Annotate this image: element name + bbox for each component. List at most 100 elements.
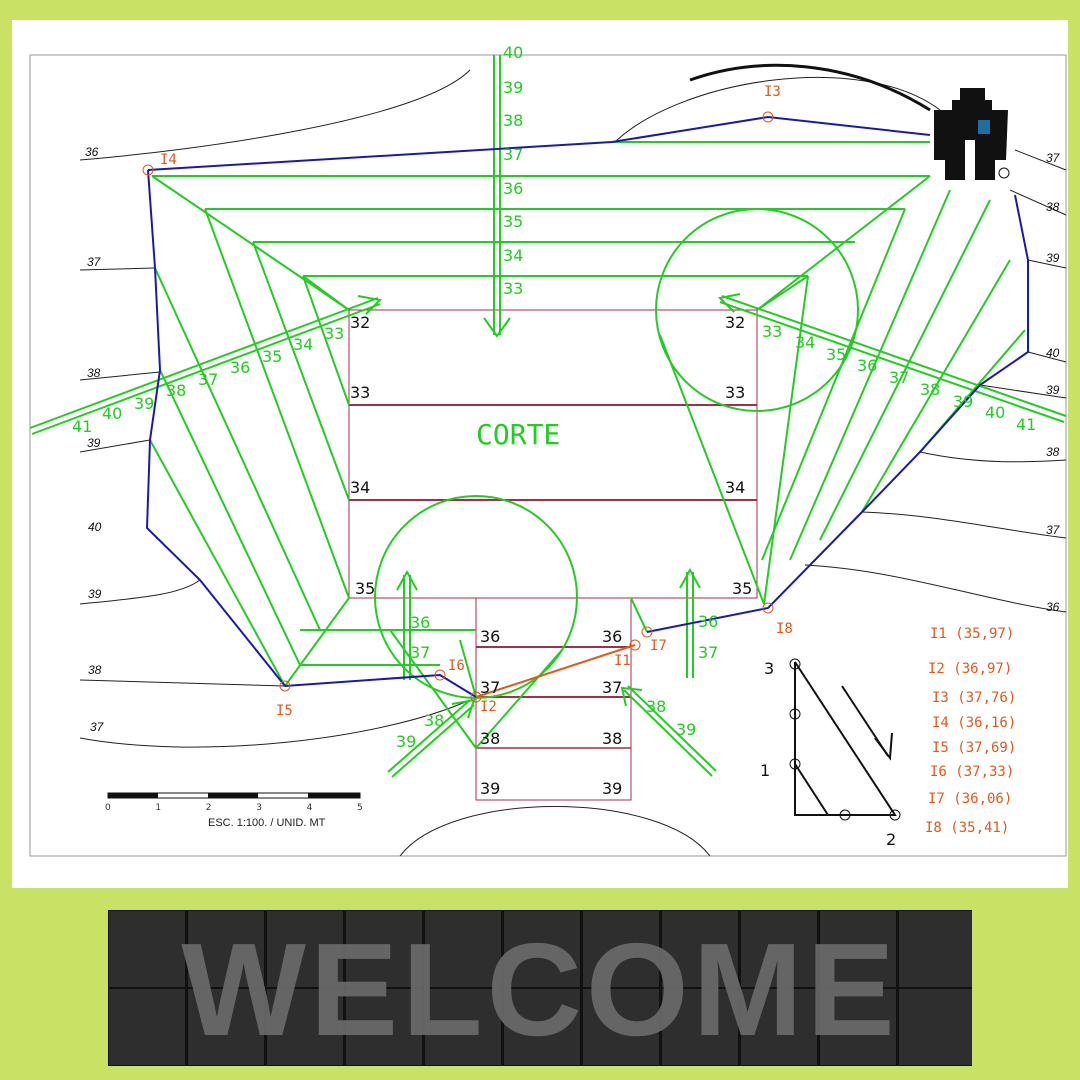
contour-label: 40 xyxy=(88,520,102,534)
platform-level-label: 33 xyxy=(350,383,370,402)
ramp-axis xyxy=(475,644,636,698)
slope-level-label: 36 xyxy=(698,612,718,631)
platform-level-label: 33 xyxy=(725,383,745,402)
slope-level-label: 36 xyxy=(503,179,523,198)
survey-point-marker xyxy=(279,680,291,692)
slope-ratio-label: 1 xyxy=(760,761,770,780)
slope-lines xyxy=(149,141,1026,749)
slope-level-label: 36 xyxy=(230,358,250,377)
slope-level-label: 33 xyxy=(503,279,523,298)
survey-point-label: I2 xyxy=(480,699,497,715)
slope-level-label: 34 xyxy=(795,333,815,352)
coordinate-legend-item: I2 (36,97) xyxy=(928,661,1012,677)
coordinate-legend-item: I3 (37,76) xyxy=(932,690,1016,706)
slope-level-label: 38 xyxy=(424,711,444,730)
platform-level-label: 34 xyxy=(350,478,370,497)
contour-label: 39 xyxy=(88,587,102,601)
survey-point-marker xyxy=(434,669,446,681)
contour-label: 38 xyxy=(88,663,102,677)
slope-level-label: 38 xyxy=(166,381,186,400)
ramp-level-label: 37 xyxy=(480,678,500,697)
slope-level-label: 35 xyxy=(503,212,523,231)
survey-point-marker xyxy=(470,691,482,703)
slope-ratio-label: 3 xyxy=(764,659,774,678)
logo-castle xyxy=(934,88,1010,180)
survey-point-label: I5 xyxy=(276,703,293,719)
contour-label: 39 xyxy=(1046,251,1060,265)
platform-level-label: 32 xyxy=(725,313,745,332)
slope-level-label: 41 xyxy=(1016,415,1036,434)
contour-label: 40 xyxy=(1046,346,1060,360)
coordinate-legend-item: I7 (36,06) xyxy=(928,791,1012,807)
contour-label: 39 xyxy=(1046,383,1060,397)
drawing-border xyxy=(29,54,1067,857)
slope-level-label: 40 xyxy=(102,404,122,423)
coordinate-legend-item: I8 (35,41) xyxy=(925,820,1009,836)
platform-level-label: 32 xyxy=(350,313,370,332)
slope-ratio-diagram xyxy=(789,658,901,821)
slope-level-label: 38 xyxy=(646,697,666,716)
slope-ratio-label: 2 xyxy=(886,830,896,849)
slope-level-label: 37 xyxy=(889,368,909,387)
slope-level-label: 34 xyxy=(293,335,313,354)
survey-point-label: I4 xyxy=(160,152,177,168)
slope-level-label: 39 xyxy=(676,720,696,739)
coordinate-legend-item: I4 (36,16) xyxy=(932,715,1016,731)
slope-level-label: 35 xyxy=(262,347,282,366)
scale-tick-label: 0 xyxy=(105,803,111,813)
scale-tick-label: 2 xyxy=(206,803,212,813)
scale-tick-label: 4 xyxy=(307,803,313,813)
slope-level-label: 39 xyxy=(953,392,973,411)
survey-point-marker xyxy=(142,164,154,176)
slope-level-label: 37 xyxy=(410,643,430,662)
survey-point-marker xyxy=(629,639,641,651)
contour-label: 37 xyxy=(90,720,105,734)
survey-point-label: I3 xyxy=(764,84,781,100)
platform-level-label: 35 xyxy=(355,579,375,598)
contour-label: 37 xyxy=(1046,523,1061,537)
slope-level-label: 40 xyxy=(503,43,523,62)
slope-arrows xyxy=(29,55,1067,778)
slope-level-label: 39 xyxy=(396,732,416,751)
ramp-level-label: 39 xyxy=(602,779,622,798)
slope-level-label: 37 xyxy=(698,643,718,662)
slope-level-label: 39 xyxy=(503,78,523,97)
contour-label: 36 xyxy=(85,145,99,159)
contour-label: 37 xyxy=(87,255,102,269)
slope-level-label: 36 xyxy=(857,356,877,375)
ramp-level-label: 38 xyxy=(480,729,500,748)
cut-label: CORTE xyxy=(476,418,560,451)
scale-tick-label: 5 xyxy=(357,803,363,813)
boundary-top xyxy=(147,115,931,171)
coordinate-legend-item: I5 (37,69) xyxy=(932,740,1016,756)
survey-point-marker xyxy=(641,626,653,638)
scale-tick-label: 1 xyxy=(155,803,161,813)
survey-point-label: I1 xyxy=(614,653,631,669)
scale-tick-label: 3 xyxy=(256,803,262,813)
scale-caption: ESC. 1:100. / UNID. MT xyxy=(208,817,326,829)
contour-label: 38 xyxy=(1046,200,1060,214)
coordinate-legend-item: I1 (35,97) xyxy=(930,626,1014,642)
ramp-level-label: 36 xyxy=(602,627,622,646)
welcome-text: WELCOME xyxy=(181,916,899,1063)
slope-level-label: 35 xyxy=(826,345,846,364)
contour-label: 37 xyxy=(1046,151,1061,165)
survey-point-label: I8 xyxy=(776,621,793,637)
welcome-banner: WELCOME xyxy=(108,910,972,1066)
contour-label: 38 xyxy=(87,366,101,380)
slope-level-label: 36 xyxy=(410,613,430,632)
slope-level-label: 39 xyxy=(134,394,154,413)
platform xyxy=(348,309,758,801)
platform-level-label: 34 xyxy=(725,478,745,497)
coordinate-legend-item: I6 (37,33) xyxy=(930,764,1014,780)
platform-level-label: 35 xyxy=(732,579,752,598)
slope-level-label: 34 xyxy=(503,246,523,265)
slope-level-label: 41 xyxy=(72,417,92,436)
ramp-level-label: 39 xyxy=(480,779,500,798)
contour-label: 38 xyxy=(1046,445,1060,459)
ridge-line xyxy=(689,63,931,112)
survey-point-label: I7 xyxy=(650,638,667,654)
scale-bar xyxy=(107,792,361,799)
slope-level-label: 40 xyxy=(985,403,1005,422)
contour-label: 39 xyxy=(87,436,101,450)
